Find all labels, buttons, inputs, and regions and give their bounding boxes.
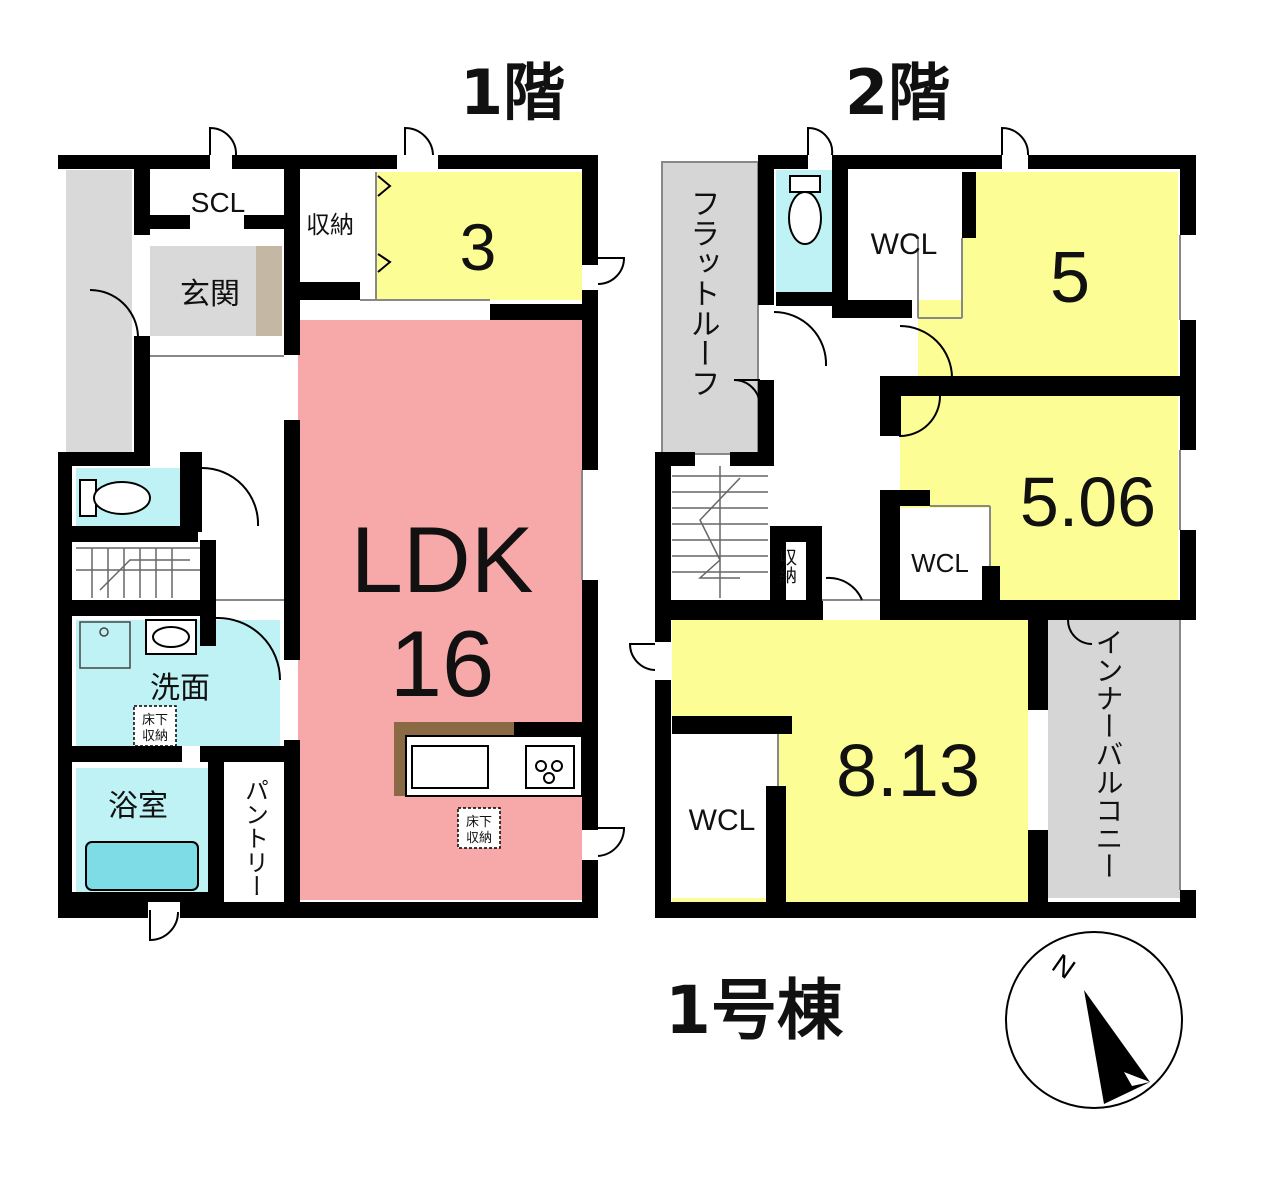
label-room-813: 8.13 bbox=[836, 729, 980, 812]
washbasin bbox=[145, 619, 197, 655]
label-underfloor-1a: 床下 bbox=[142, 712, 168, 727]
label-entrance: 玄関 bbox=[180, 278, 240, 311]
kitchen-sink bbox=[411, 745, 489, 789]
label-wcl-a: WCL bbox=[871, 228, 938, 261]
kitchen-counter bbox=[406, 722, 514, 736]
underfloor-hatch-2 bbox=[457, 807, 501, 849]
label-room-3: 3 bbox=[460, 210, 497, 284]
ldk-fill bbox=[298, 320, 582, 900]
label-ldk: LDK bbox=[351, 507, 534, 612]
wcl-b-fill bbox=[900, 508, 990, 600]
building-label: 1号棟 bbox=[665, 972, 843, 1049]
toilet-fixture-1 bbox=[79, 479, 151, 517]
label-room-506: 5.06 bbox=[1020, 463, 1156, 541]
label-flat-roof: フラットルーフ bbox=[686, 188, 719, 398]
label-inner-balcony: インナーバルコニー bbox=[1093, 628, 1124, 880]
kitchen-counter-end bbox=[394, 722, 406, 796]
wcl-c-fill bbox=[672, 734, 778, 898]
label-underfloor-2a: 床下 bbox=[466, 814, 492, 829]
room-3-fill bbox=[376, 172, 582, 300]
label-underfloor-2b: 収納 bbox=[466, 830, 492, 845]
label-pantry: パントリー bbox=[241, 778, 268, 898]
entrance-step bbox=[256, 246, 282, 336]
floor1-partitions bbox=[150, 172, 583, 601]
floor2-partitions bbox=[777, 235, 1181, 890]
floor1-stairs bbox=[76, 547, 200, 598]
floor2-doors bbox=[628, 126, 1093, 671]
approach-tiles bbox=[66, 170, 132, 452]
floor2-walls bbox=[655, 155, 1196, 918]
compass-needle bbox=[1084, 990, 1150, 1104]
label-room-5: 5 bbox=[1050, 238, 1090, 318]
floor2-stairs bbox=[672, 466, 768, 598]
compass: N bbox=[1005, 931, 1183, 1109]
label-scl: SCL bbox=[191, 187, 245, 218]
inner-balcony-fill bbox=[1048, 620, 1180, 898]
label-ldk-size: 16 bbox=[390, 611, 495, 716]
toilet-fixture-2 bbox=[788, 175, 822, 245]
label-washroom: 洗面 bbox=[150, 672, 210, 705]
underfloor-hatch-1 bbox=[133, 705, 177, 747]
label-wcl-c: WCL bbox=[689, 804, 756, 837]
washing-machine-space bbox=[79, 621, 131, 669]
label-bathroom: 浴室 bbox=[108, 790, 168, 823]
bathtub bbox=[85, 841, 199, 891]
entrance-fill bbox=[150, 246, 256, 336]
label-underfloor-1b: 収納 bbox=[142, 728, 168, 743]
flat-roof-fill bbox=[661, 161, 759, 455]
floor1-doors bbox=[89, 126, 626, 942]
floor2-title: 2階 bbox=[845, 56, 951, 129]
floor1-walls bbox=[58, 155, 598, 918]
floor1-title: 1階 bbox=[460, 56, 566, 129]
floor2-plan: フラットルーフ WCL 5 5.06 WCL 収納 8.13 WCL インナーバ… bbox=[628, 126, 1196, 918]
floor1-plan: SCL 収納 3 玄関 LDK 16 洗面 床下 収納 浴室 パントリー 床下 … bbox=[58, 126, 626, 942]
label-wcl-b: WCL bbox=[911, 548, 969, 578]
label-storage-1f: 収納 bbox=[306, 212, 354, 239]
label-storage-2f: 収納 bbox=[777, 548, 797, 584]
stove bbox=[525, 745, 575, 789]
wcl-a-fill bbox=[850, 172, 962, 300]
compass-needle-highlight bbox=[1124, 1072, 1150, 1086]
